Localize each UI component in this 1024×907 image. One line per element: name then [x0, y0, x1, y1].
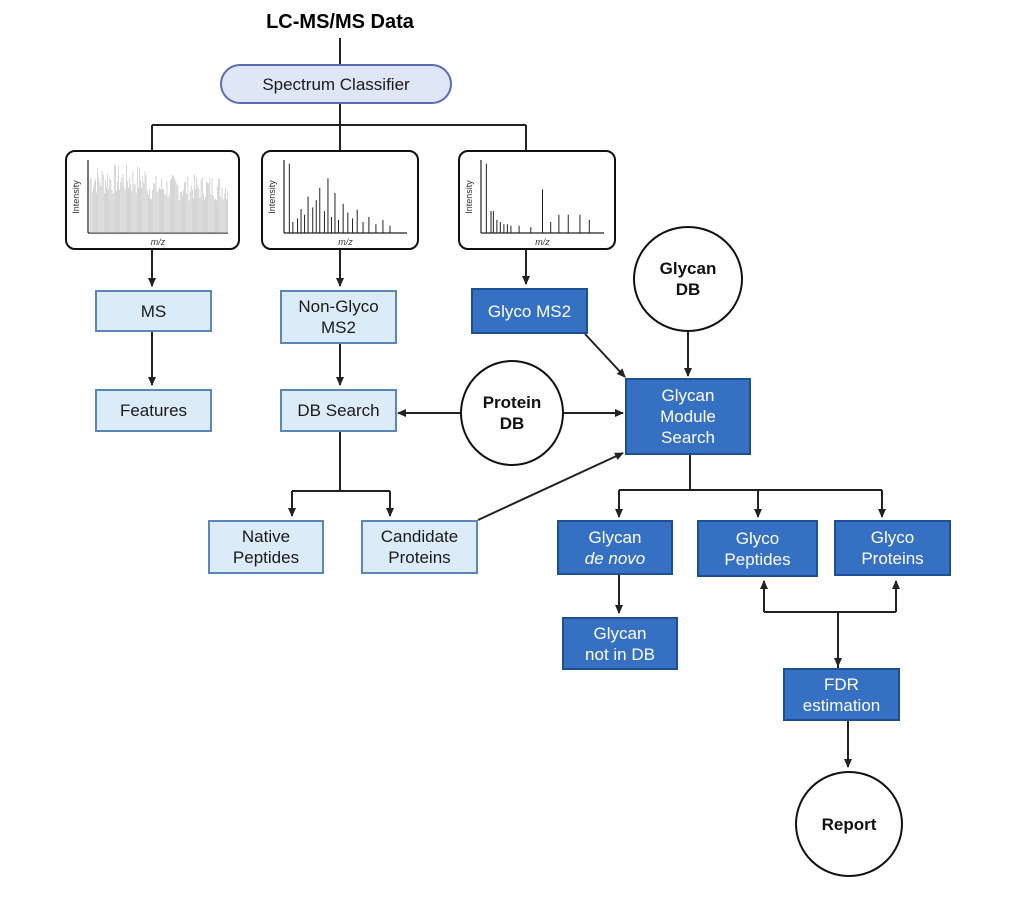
glyco-spectrum-plot: Intensity m/z	[464, 160, 604, 247]
candidate-line1: Candidate	[380, 527, 459, 546]
features-node: Features	[95, 389, 212, 432]
non-glyco-line2: MS2	[321, 318, 356, 337]
spectrum-classifier-node: Spectrum Classifier	[220, 64, 452, 104]
report-circle: Report	[795, 771, 903, 877]
glyco-peaks	[485, 163, 590, 233]
native-line1: Native	[241, 527, 291, 546]
arrow-glycoms2-module	[584, 333, 626, 378]
glyco-ylabel: Intensity	[464, 180, 474, 214]
module-line1: Glycan	[661, 386, 715, 405]
ms1-ylabel: Intensity	[71, 180, 81, 214]
glyco-ms2-node: Glyco MS2	[471, 288, 588, 334]
protein-db-line1: Protein	[482, 393, 542, 412]
ms-node: MS	[95, 290, 212, 332]
glycan-db-line1: Glycan	[659, 259, 717, 278]
ms1-xlabel: m/z	[151, 237, 166, 247]
non-glyco-line1: Non-Glyco	[298, 297, 379, 316]
native-line2: Peptides	[232, 548, 300, 567]
glycan-db-line2: DB	[675, 280, 701, 299]
nonglyco-xlabel: m/z	[338, 237, 353, 247]
glyco-xlabel: m/z	[535, 237, 550, 247]
protein-db-line2: DB	[499, 414, 525, 433]
fdr-line1: FDR	[824, 674, 859, 694]
nonglyco-peaks	[288, 163, 391, 233]
arrow-candidate-module	[477, 452, 624, 521]
glycoprot-line1: Glyco	[870, 528, 915, 547]
diagram-title: LC-MS/MS Data	[266, 10, 414, 33]
glycoprot-line2: Proteins	[861, 549, 924, 568]
spectrum-panel-glyco: Intensity m/z	[458, 150, 616, 250]
nonglyco-ylabel: Intensity	[267, 180, 277, 214]
candidate-line2: Proteins	[388, 548, 451, 567]
module-line3: Search	[661, 428, 715, 447]
spectrum-panel-nonglyco: Intensity m/z	[261, 150, 419, 250]
notindb-line2: not in DB	[585, 644, 655, 664]
spectrum-panel-ms1: Intensity m/z	[65, 150, 240, 250]
ms1-spectrum-plot: Intensity m/z	[71, 160, 228, 247]
fdr-line2: estimation	[802, 695, 881, 715]
notindb-line1: Glycan	[593, 623, 647, 643]
db-search-node: DB Search	[280, 389, 397, 432]
denovo-line1: Glycan	[588, 527, 642, 547]
glycopep-line1: Glyco	[735, 528, 780, 548]
module-line2: Module	[660, 407, 716, 426]
denovo-line2: de novo	[584, 548, 646, 568]
glycopep-line2: Peptides	[724, 549, 791, 569]
nonglyco-spectrum-plot: Intensity m/z	[267, 160, 407, 247]
ms1-dense-peaks	[89, 164, 228, 233]
